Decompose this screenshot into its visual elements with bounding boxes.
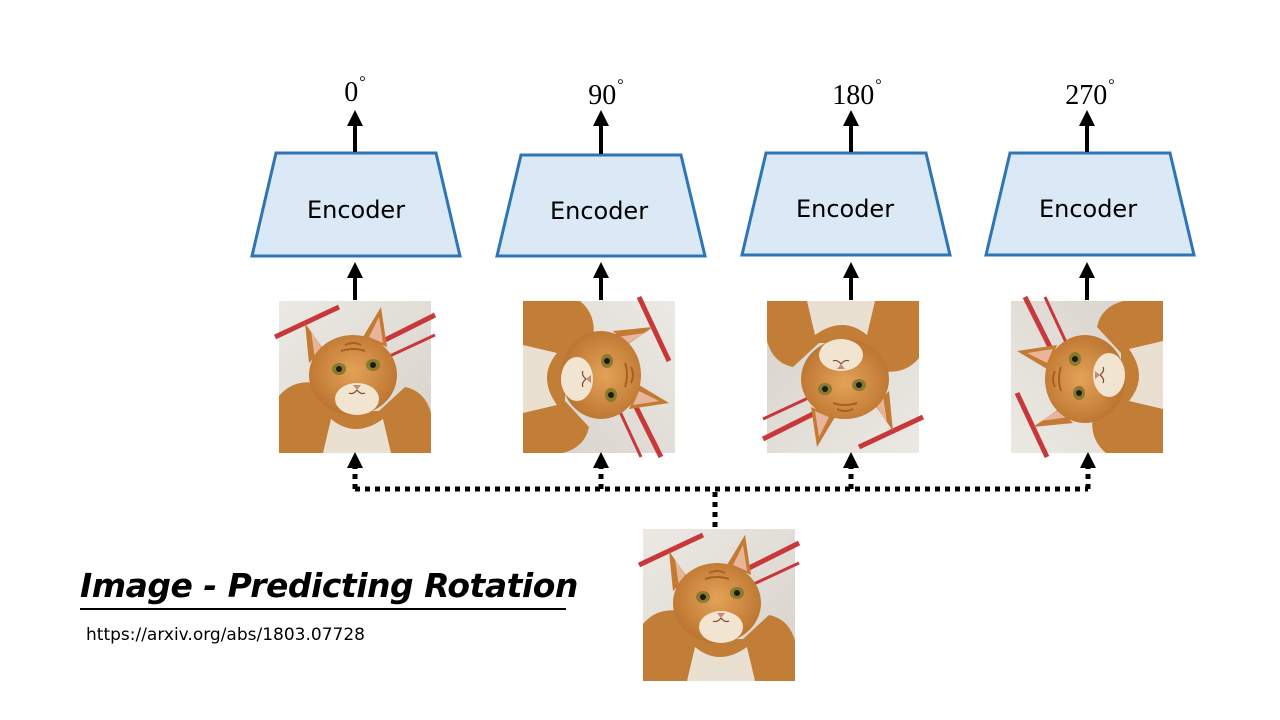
paper-url: https://arxiv.org/abs/1803.07728 bbox=[86, 625, 365, 645]
cat-photo-icon bbox=[523, 297, 675, 457]
encoder-label-270: Encoder bbox=[1038, 195, 1138, 223]
encoder-0-shape bbox=[250, 151, 462, 258]
input-arrowhead-90 bbox=[593, 262, 609, 278]
angle-label-180: 180° bbox=[797, 77, 917, 112]
output-arrows bbox=[347, 110, 1095, 154]
angle-label-0: 0° bbox=[295, 74, 415, 109]
input-arrowhead-270 bbox=[1079, 262, 1095, 278]
angle-value: 90 bbox=[588, 80, 617, 111]
input-arrowhead-180 bbox=[843, 262, 859, 278]
output-arrowhead-270 bbox=[1079, 110, 1095, 126]
input-arrows bbox=[347, 262, 1095, 300]
output-arrowhead-0 bbox=[347, 110, 363, 126]
encoder-label-0: Encoder bbox=[306, 196, 406, 224]
dotted-arrowhead-0 bbox=[347, 452, 363, 468]
degree-symbol: ° bbox=[359, 74, 366, 91]
input-arrowhead-0 bbox=[347, 262, 363, 278]
dotted-arrowhead-270 bbox=[1080, 452, 1096, 468]
degree-symbol: ° bbox=[1108, 77, 1115, 94]
slide-title: Image - Predicting Rotation bbox=[80, 566, 578, 605]
dotted-connectors bbox=[352, 468, 1091, 527]
angle-value: 180 bbox=[832, 80, 875, 111]
output-arrowhead-90 bbox=[593, 110, 609, 126]
dotted-arrowhead-90 bbox=[593, 452, 609, 468]
angle-label-90: 90° bbox=[546, 77, 666, 112]
encoder-180-shape bbox=[740, 151, 952, 257]
angle-value: 0 bbox=[344, 77, 359, 108]
encoder-90-shape bbox=[495, 153, 707, 258]
source-cat-photo-icon bbox=[639, 529, 799, 681]
encoder-label-180: Encoder bbox=[795, 195, 895, 223]
encoder-label-90: Encoder bbox=[549, 197, 649, 225]
dotted-arrowheads bbox=[347, 452, 1096, 468]
degree-symbol: ° bbox=[617, 77, 624, 94]
degree-symbol: ° bbox=[875, 77, 882, 94]
output-arrowhead-180 bbox=[843, 110, 859, 126]
encoder-270-shape bbox=[984, 151, 1196, 257]
angle-label-270: 270° bbox=[1030, 77, 1150, 112]
title-underline bbox=[80, 608, 566, 610]
cat-photo-icon bbox=[763, 301, 923, 453]
dotted-arrowhead-180 bbox=[843, 452, 859, 468]
cat-photo-icon bbox=[1011, 297, 1163, 457]
angle-value: 270 bbox=[1065, 80, 1108, 111]
cat-photo-icon bbox=[275, 301, 435, 453]
